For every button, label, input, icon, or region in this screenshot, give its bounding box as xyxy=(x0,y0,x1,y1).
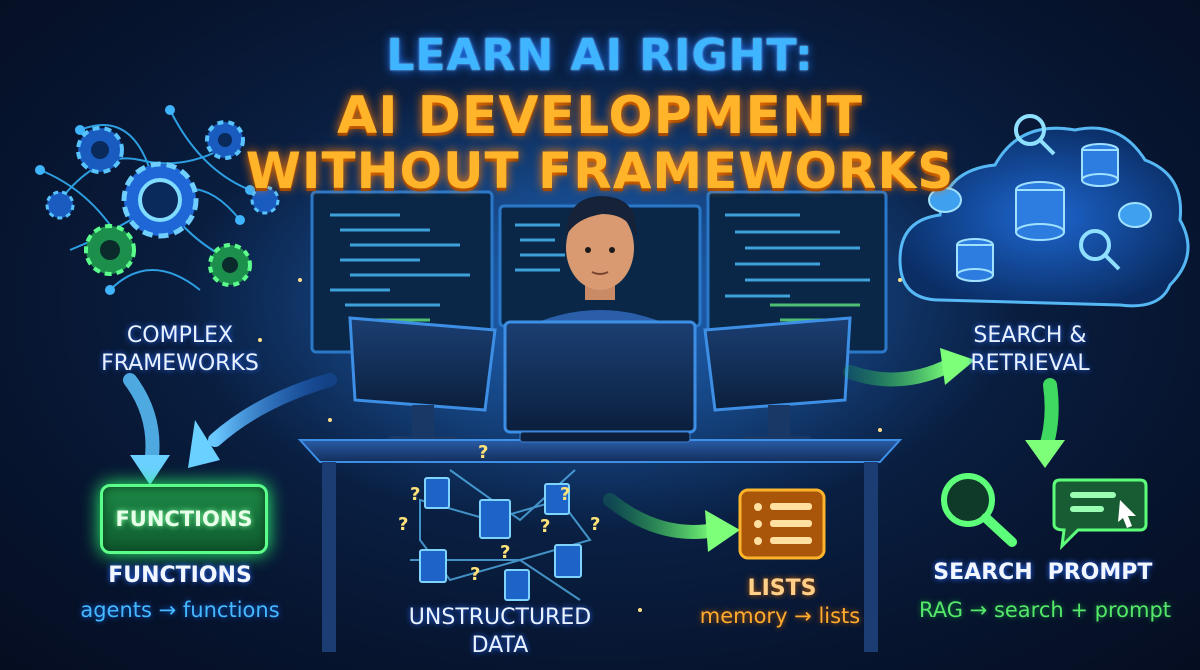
svg-text:?: ? xyxy=(500,542,510,563)
unstructured-data-icon: ??? ??? ?? xyxy=(398,442,600,601)
complex-frameworks-label: COMPLEX FRAMEWORKS xyxy=(80,322,280,378)
functions-box: FUNCTIONS xyxy=(100,484,268,554)
unstructured-label-line2: DATA xyxy=(471,633,529,658)
agents-to-functions-text: agents → functions xyxy=(80,598,280,622)
title-line-3: WITHOUT FRAMEWORKS xyxy=(245,142,955,200)
svg-text:?: ? xyxy=(590,514,600,535)
svg-text:?: ? xyxy=(560,484,570,505)
svg-text:?: ? xyxy=(540,516,550,537)
memory-to-lists-text: memory → lists xyxy=(699,604,861,628)
search-caption: SEARCH xyxy=(933,560,1033,585)
functions-caption: FUNCTIONS xyxy=(108,563,252,588)
prompt-caption: PROMPT xyxy=(1047,560,1153,585)
unstructured-label-line1: UNSTRUCTURED xyxy=(408,605,592,630)
title-line-2: AI DEVELOPMENT xyxy=(336,86,863,146)
search-retrieval-cloud-icon xyxy=(898,114,1190,308)
complex-label-line2: FRAMEWORKS xyxy=(101,351,259,376)
prompt-icon xyxy=(1052,478,1148,551)
sparkles xyxy=(258,278,902,612)
search-icon xyxy=(941,473,1017,547)
desk xyxy=(297,431,903,652)
unstructured-data-label: UNSTRUCTURED DATA xyxy=(400,604,600,660)
svg-text:?: ? xyxy=(470,564,480,585)
svg-text:?: ? xyxy=(410,484,420,505)
svg-text:?: ? xyxy=(478,442,488,463)
lists-caption: LISTS xyxy=(747,576,817,601)
search-label-line2: RETRIEVAL xyxy=(970,351,1090,376)
gears-network-icon xyxy=(35,105,280,295)
functions-box-label: FUNCTIONS xyxy=(115,507,253,531)
title-line-1: LEARN AI RIGHT: xyxy=(386,30,814,81)
list-icon xyxy=(738,488,826,560)
data-to-list-arrow xyxy=(603,493,722,539)
front-monitors xyxy=(348,316,852,464)
code-lines xyxy=(330,213,870,307)
complex-label-line1: COMPLEX xyxy=(126,323,234,348)
search-retrieval-label: SEARCH & RETRIEVAL xyxy=(930,322,1130,378)
right-arrows xyxy=(843,348,1065,468)
search-label-line1: SEARCH & xyxy=(973,323,1087,348)
rag-to-search-prompt-text: RAG → search + prompt xyxy=(918,598,1172,622)
svg-text:?: ? xyxy=(398,514,408,535)
left-arrows xyxy=(123,373,337,485)
arrow-head xyxy=(705,510,740,552)
